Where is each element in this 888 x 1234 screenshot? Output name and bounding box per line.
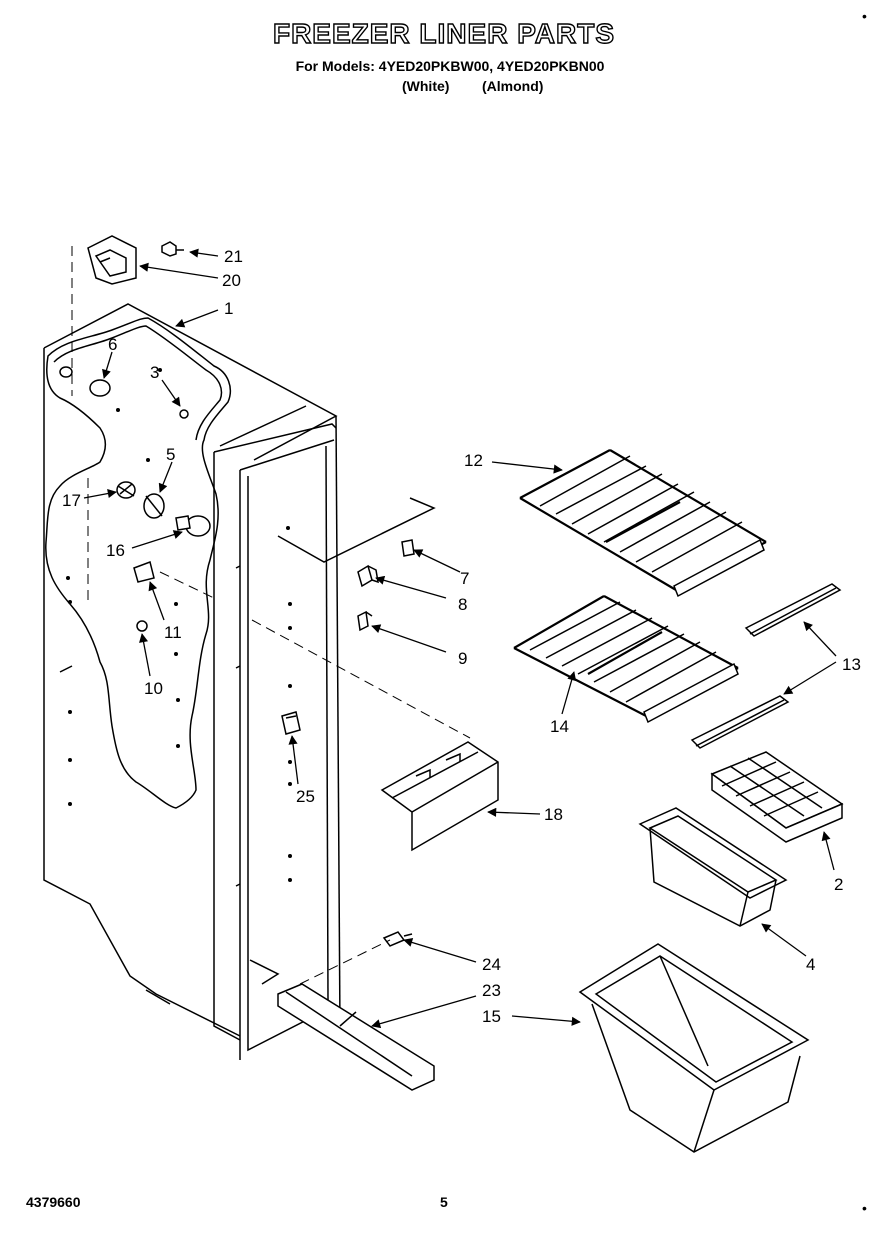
page-number: 5	[440, 1194, 448, 1210]
bin-part-4	[638, 807, 788, 927]
callout-14: 14	[550, 717, 569, 736]
page-title: FREEZER LINER PARTS	[272, 17, 616, 49]
callout-9: 9	[458, 649, 467, 668]
bracket-part-23	[277, 939, 435, 1091]
callout-20: 20	[222, 271, 241, 290]
callout-23: 23	[482, 981, 501, 1000]
callout-11: 11	[164, 623, 182, 642]
callout-16: 16	[106, 541, 125, 560]
wire-shelf-part-12	[519, 449, 767, 598]
ice-tray-part-2	[710, 751, 844, 843]
callout-13: 13	[842, 655, 861, 674]
callout-18: 18	[544, 805, 563, 824]
plug-hole	[59, 366, 73, 378]
callout-24: 24	[482, 955, 501, 974]
switch-part-25	[281, 711, 301, 735]
basket-part-15	[578, 943, 810, 1153]
clip-part-8	[357, 564, 379, 588]
callout-17: 17	[62, 491, 81, 510]
callout-3: 3	[150, 363, 159, 382]
callout-4: 4	[806, 955, 815, 974]
switch-part-11	[133, 561, 155, 583]
clip-part-9	[357, 610, 373, 632]
plug-part-6	[89, 379, 111, 397]
callout-labels: 21 20 1 6 3 5 17 16 11 10 25 7 8 9 12 14…	[62, 247, 861, 1026]
corner-mark-bottom: •	[862, 1200, 867, 1216]
callout-1: 1	[224, 299, 233, 318]
light-bulb-part-16	[175, 515, 211, 537]
callout-15: 15	[482, 1007, 501, 1026]
callout-6: 6	[108, 335, 117, 354]
callout-12: 12	[464, 451, 483, 470]
callout-21: 21	[224, 247, 243, 266]
screw-part-3	[179, 409, 189, 419]
callout-25: 25	[296, 787, 315, 806]
models-line: For Models: 4YED20PKBW00, 4YED20PKBN00	[295, 58, 605, 74]
wire-shelf-part-14	[513, 595, 739, 724]
socket-part-17	[116, 481, 136, 499]
callout-8: 8	[458, 595, 467, 614]
callout-5: 5	[166, 445, 175, 464]
callout-10: 10	[144, 679, 163, 698]
bracket-part-20	[87, 235, 137, 285]
drawer-guide-part-18	[380, 741, 499, 852]
shelf-trim-part-13	[690, 583, 842, 749]
document-number: 4379660	[26, 1194, 81, 1210]
callout-2: 2	[834, 875, 843, 894]
color-almond-label: (Almond)	[482, 78, 544, 94]
corner-mark-top: •	[862, 8, 867, 24]
screw-part-24	[382, 931, 413, 947]
callout-7: 7	[460, 569, 469, 588]
freezer-liner	[43, 246, 471, 1060]
screw-part-10	[136, 620, 148, 632]
clip-part-7	[401, 539, 415, 557]
leader-lines	[83, 248, 837, 1029]
lamp-shield-part-5	[143, 493, 165, 519]
screw-part-21	[161, 241, 184, 257]
color-white-label: (White)	[402, 78, 450, 94]
